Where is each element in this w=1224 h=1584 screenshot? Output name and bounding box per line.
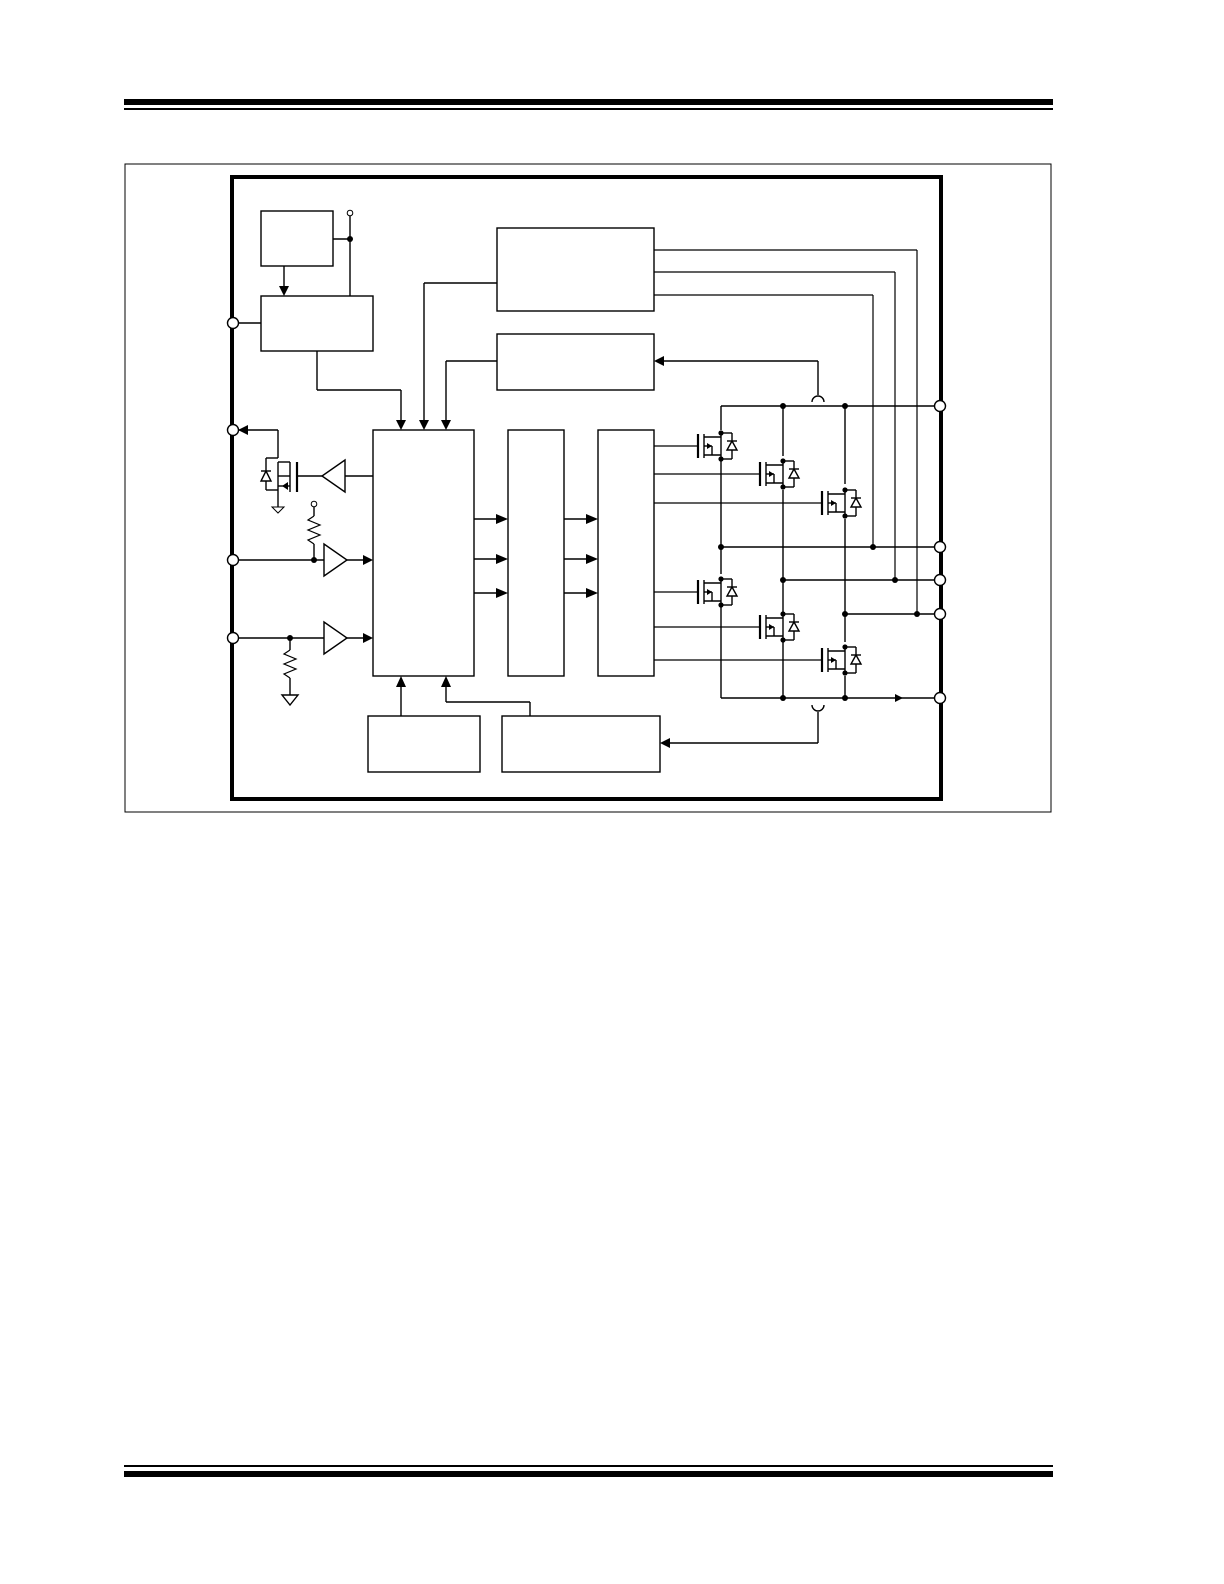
block-regulator [260,295,374,352]
pin-right-2 [933,540,947,554]
figure-frame [124,163,1052,813]
block-logic [507,429,565,677]
regulator-wiring [238,209,406,430]
block-controller [372,429,475,677]
header-rule-thick [124,99,1053,105]
pin-left-3 [226,553,240,567]
pin-left-4 [226,631,240,645]
block-top-center [496,227,655,312]
power-mosfet-2 [758,458,801,490]
pin-left-1 [226,316,240,330]
left-io [238,425,373,707]
junction-dots [718,403,920,701]
body-diode-1 [725,439,739,451]
body-diode-2 [787,467,801,479]
body-diode-4 [725,585,739,597]
pin-right-1 [933,399,947,413]
center-wiring [419,282,825,430]
mosfet-layer [696,430,863,676]
footer-rule-thick [124,1471,1053,1477]
power-mosfet-4 [696,576,739,608]
pin-right-3 [933,573,947,587]
body-diode-6 [849,653,863,665]
power-mosfet-6 [820,644,863,676]
power-mosfet-1 [696,430,739,462]
body-diode-3 [849,496,863,508]
internal-buses [474,514,598,598]
pin-right-4 [933,607,947,621]
block-bottom-right [501,715,661,773]
block-top-left-small [260,210,334,267]
power-mosfet-3 [820,487,863,519]
block-driver [597,429,655,677]
feedback-lines [654,249,918,614]
pin-circles [226,316,947,705]
power-rails [720,405,934,702]
header-rule-thin [124,108,1053,110]
block-mid-center [496,333,655,391]
gate-lines [654,445,822,661]
power-mosfet-5 [758,611,801,643]
pin-right-5 [933,691,947,705]
block-bottom-left [367,715,481,773]
chip-boundary [230,175,943,801]
footer-rule-thin [124,1465,1053,1467]
bottom-wiring [396,676,825,748]
body-diode-5 [787,620,801,632]
pin-left-2 [226,423,240,437]
